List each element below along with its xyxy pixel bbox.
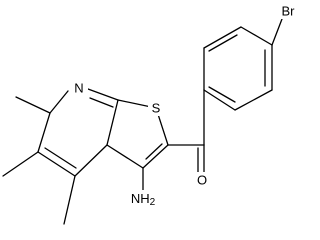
pyridine-ring bbox=[37, 88, 119, 177]
bond-c3-c2-inner bbox=[145, 143, 163, 160]
bond-c5-c4 bbox=[37, 151, 76, 177]
molecule-diagram: Br N S O NH2 bbox=[2, 3, 300, 225]
bond-c3a-c3 bbox=[106, 144, 144, 169]
bond-n-c6 bbox=[49, 90, 69, 114]
bond-c4-c3a bbox=[74, 144, 108, 177]
atom-label-amino: NH2 bbox=[131, 191, 156, 208]
methyl-bond-c4 bbox=[63, 175, 76, 225]
bond-c6-c5 bbox=[37, 112, 51, 153]
bromophenyl-ring bbox=[203, 26, 273, 111]
bond-c7a-n-inner bbox=[89, 97, 114, 108]
atom-label-sulfur: S bbox=[152, 101, 161, 116]
atom-label-oxygen: O bbox=[197, 173, 207, 188]
bromine-bond bbox=[271, 18, 283, 46]
methyl-groups bbox=[2, 96, 76, 225]
bond-c7a-c3a bbox=[106, 99, 119, 146]
bond-c5-c4-inner bbox=[44, 147, 77, 169]
atom-labels: Br N S O NH2 bbox=[70, 3, 300, 208]
bond-c3-c2-inner bbox=[208, 34, 238, 52]
bond-c4-c3 bbox=[240, 26, 273, 46]
bond-c6-c5 bbox=[234, 89, 273, 111]
bond-c1-c6 bbox=[203, 89, 236, 111]
bond-c3-c2 bbox=[203, 26, 242, 49]
atom-label-nitrogen: N bbox=[74, 81, 83, 96]
methyl-bond-c6 bbox=[15, 96, 51, 114]
bond-c7a-n bbox=[87, 88, 119, 101]
atom-label-bromine: Br bbox=[282, 4, 296, 19]
methyl-bond-c5 bbox=[2, 151, 39, 177]
bond-c4-br bbox=[271, 18, 283, 46]
bond-c1-c6-inner bbox=[208, 86, 236, 103]
bond-c3-c2 bbox=[142, 144, 169, 169]
carbonyl-linker bbox=[167, 89, 205, 173]
